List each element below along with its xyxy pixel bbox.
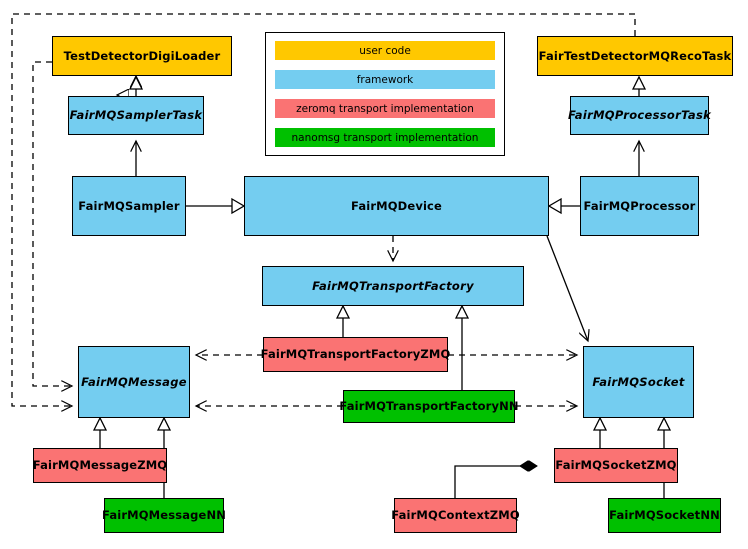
edge-messagezmq-message [92, 416, 108, 448]
node-fairmqmessagezmq[interactable]: FairMQMessageZMQ [33, 448, 167, 483]
edge-samplertask-digiloader [129, 77, 144, 96]
legend-item-framework: framework [275, 70, 495, 89]
edge-tfnn-tf [454, 304, 470, 390]
node-fairmqtransportfactorynn[interactable]: FairMQTransportFactoryNN [339, 390, 519, 423]
legend-item-user-code: user code [275, 41, 495, 60]
node-fairmqdevice[interactable]: FairMQDevice [244, 176, 549, 236]
edge-tfzmq-tf [335, 304, 351, 337]
node-fairmqprocessortask[interactable]: FairMQProcessorTask [568, 96, 711, 135]
node-fairmqsocketzmq[interactable]: FairMQSocketZMQ [554, 448, 678, 483]
edge-processortask-recotask [631, 75, 647, 96]
edge-contextzmq-socketzmq [454, 466, 537, 498]
node-fairmqtransportfactory[interactable]: FairMQTransportFactory [262, 266, 524, 306]
node-fairmqmessage[interactable]: FairMQMessage [78, 346, 190, 418]
node-testdetectordigiloader[interactable]: TestDetectorDigiLoader [52, 36, 232, 76]
edge-digiloader-message [32, 61, 72, 386]
legend-item-zeromq: zeromq transport implementation [275, 99, 495, 118]
node-fairtestdetectormqrecotask[interactable]: FairTestDetectorMQRecoTask [537, 36, 733, 76]
legend-item-nanomsg: nanomsg transport implementation [275, 128, 495, 147]
node-fairmqsamplertask[interactable]: FairMQSamplerTask [68, 96, 204, 135]
edge-socketzmq-socket [592, 416, 608, 448]
node-fairmqprocessor[interactable]: FairMQProcessor [580, 176, 699, 236]
edge-sampler-device [186, 197, 246, 215]
node-fairmqsocketnn[interactable]: FairMQSocketNN [608, 498, 721, 533]
edge-device-socket [546, 235, 588, 341]
node-fairmqsampler[interactable]: FairMQSampler [72, 176, 186, 236]
node-fairmqtransportfactoryzmq[interactable]: FairMQTransportFactoryZMQ [261, 337, 450, 372]
node-fairmqmessagenn[interactable]: FairMQMessageNN [102, 498, 226, 533]
edge-processor-device [547, 197, 580, 215]
node-fairmqsocket[interactable]: FairMQSocket [583, 346, 694, 418]
legend-panel: user code framework zeromq transport imp… [265, 32, 505, 156]
node-fairmqcontextzmq[interactable]: FairMQContextZMQ [391, 498, 520, 533]
